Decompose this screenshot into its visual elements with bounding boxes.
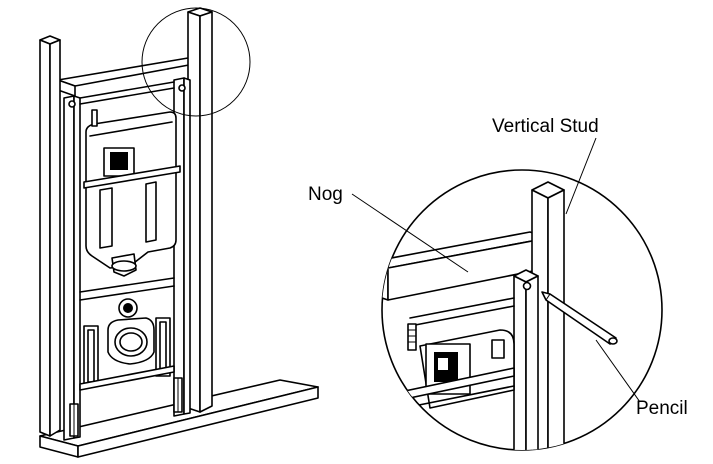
label-nog-group: Nog xyxy=(308,184,469,273)
detail-view xyxy=(381,169,663,451)
label-nog: Nog xyxy=(308,184,343,205)
detail-frame-upright xyxy=(409,269,539,450)
pencil-drawing xyxy=(541,291,618,345)
label-pencil: Pencil xyxy=(636,398,688,419)
label-pencil-group: Pencil xyxy=(595,339,688,419)
detail-callout-circle xyxy=(141,7,251,117)
detail-cistern xyxy=(399,323,515,409)
frame-uprights xyxy=(63,77,191,441)
label-vertical-stud: Vertical Stud xyxy=(492,116,599,137)
frame-assembly xyxy=(39,7,319,458)
label-vertical-stud-group: Vertical Stud xyxy=(492,116,599,215)
left-vertical-stud xyxy=(39,35,61,437)
lower-frame xyxy=(69,277,183,437)
right-vertical-stud xyxy=(187,7,213,413)
cistern xyxy=(83,109,181,277)
